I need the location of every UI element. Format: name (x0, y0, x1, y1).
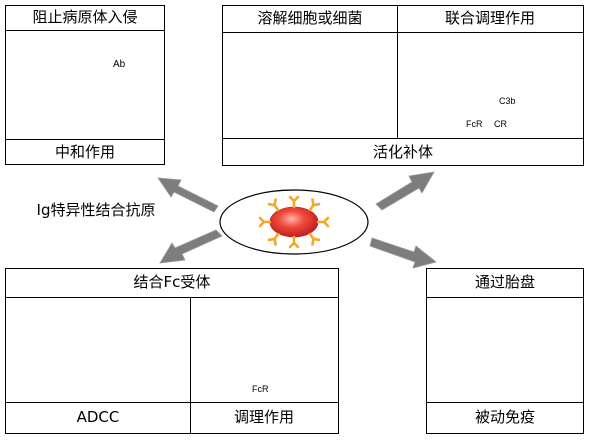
divider (6, 297, 338, 298)
divider (6, 139, 164, 140)
divider (6, 402, 338, 403)
placenta-header: 通过胎盘 (474, 273, 535, 291)
panel-neutralize: 阻止病原体入侵 中和作用 (5, 5, 165, 165)
arrow-to-neutralize (157, 177, 219, 213)
divider (6, 30, 164, 31)
panel-complement: 溶解细胞或细菌 联合调理作用 活化补体 (222, 5, 584, 166)
ab-label: Ab (113, 59, 126, 70)
arrow-to-placenta (369, 237, 437, 269)
placenta-footer: 被动免疫 (474, 408, 535, 426)
center-antigen-art (219, 189, 369, 255)
arrows (157, 171, 437, 269)
complement-footer: 活化补体 (372, 143, 433, 161)
panel-placenta: 通过胎盘 被动免疫 (426, 268, 584, 434)
opsonize-label: 调理作用 (233, 408, 294, 426)
neutralize-footer: 中和作用 (54, 143, 115, 161)
cr-label: CR (494, 119, 507, 129)
neutralize-header: 阻止病原体入侵 (32, 8, 138, 26)
complement-opsonize-header: 联合调理作用 (444, 9, 535, 27)
divider (427, 297, 583, 298)
divider (397, 6, 398, 138)
arrow-to-complement (375, 171, 435, 211)
adcc-label: ADCC (76, 408, 120, 426)
center-label: Ig特异性结合抗原 (36, 201, 156, 219)
divider (427, 402, 583, 403)
fcr-label-complement: FcR (466, 119, 483, 129)
divider (190, 297, 191, 433)
arrow-to-fc-receptor (159, 229, 223, 264)
fc-receptor-header: 结合Fc受体 (133, 273, 211, 291)
c3b-label: C3b (499, 96, 516, 106)
lysis-header: 溶解细胞或细菌 (257, 9, 363, 27)
divider (223, 138, 583, 139)
divider (223, 32, 583, 33)
fcr-label-opsonize: FcR (252, 384, 269, 394)
panel-fc-receptor: 结合Fc受体 ADCC 调理作用 (5, 268, 339, 434)
